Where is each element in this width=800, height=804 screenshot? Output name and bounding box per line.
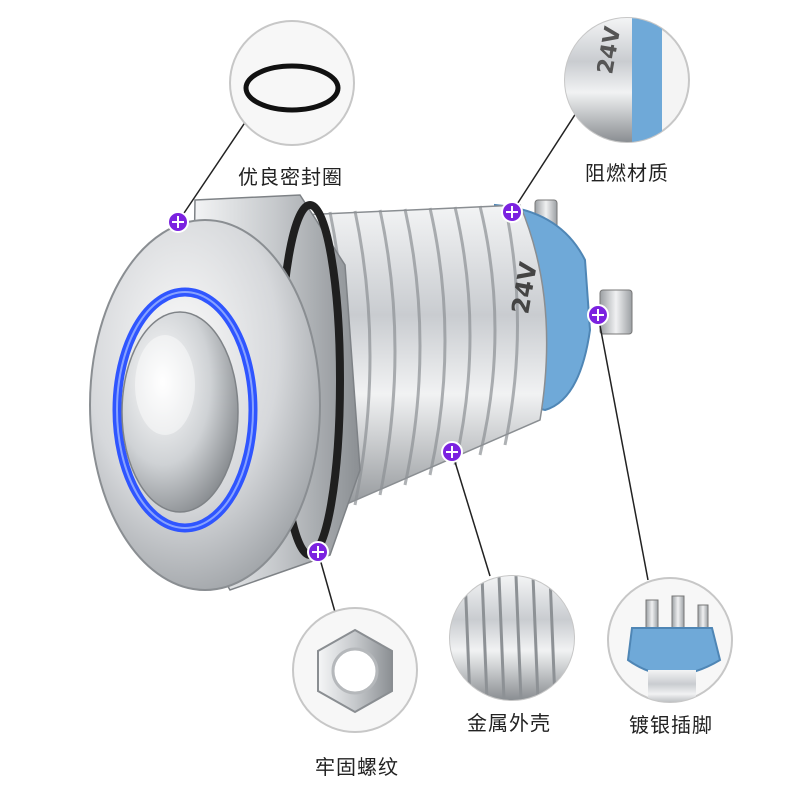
- marker-metal-shell[interactable]: [441, 441, 463, 463]
- marker-fastening-thread[interactable]: [307, 541, 329, 563]
- marker-silver-plated-pins[interactable]: [587, 304, 609, 326]
- callout-circle-metal-shell: [449, 575, 575, 701]
- callout-circle-silver-plated-pins: [607, 577, 733, 703]
- label-seal-ring: 优良密封圈: [238, 165, 343, 189]
- callout-circle-flame-retardant: 24V: [564, 17, 690, 143]
- label-silver-plated-pins: 镀银插脚: [629, 713, 713, 737]
- switch-body: 24V: [89, 194, 633, 591]
- label-flame-retardant: 阻燃材质: [585, 161, 669, 185]
- callout-circle-seal-ring: [229, 20, 355, 146]
- label-fastening-thread: 牢固螺纹: [315, 755, 399, 779]
- callout-circle-fastening-thread: [292, 607, 418, 733]
- leader-lines: [177, 109, 649, 613]
- marker-seal-ring[interactable]: [167, 211, 189, 233]
- marker-flame-retardant[interactable]: [501, 201, 523, 223]
- label-metal-shell: 金属外壳: [467, 711, 551, 735]
